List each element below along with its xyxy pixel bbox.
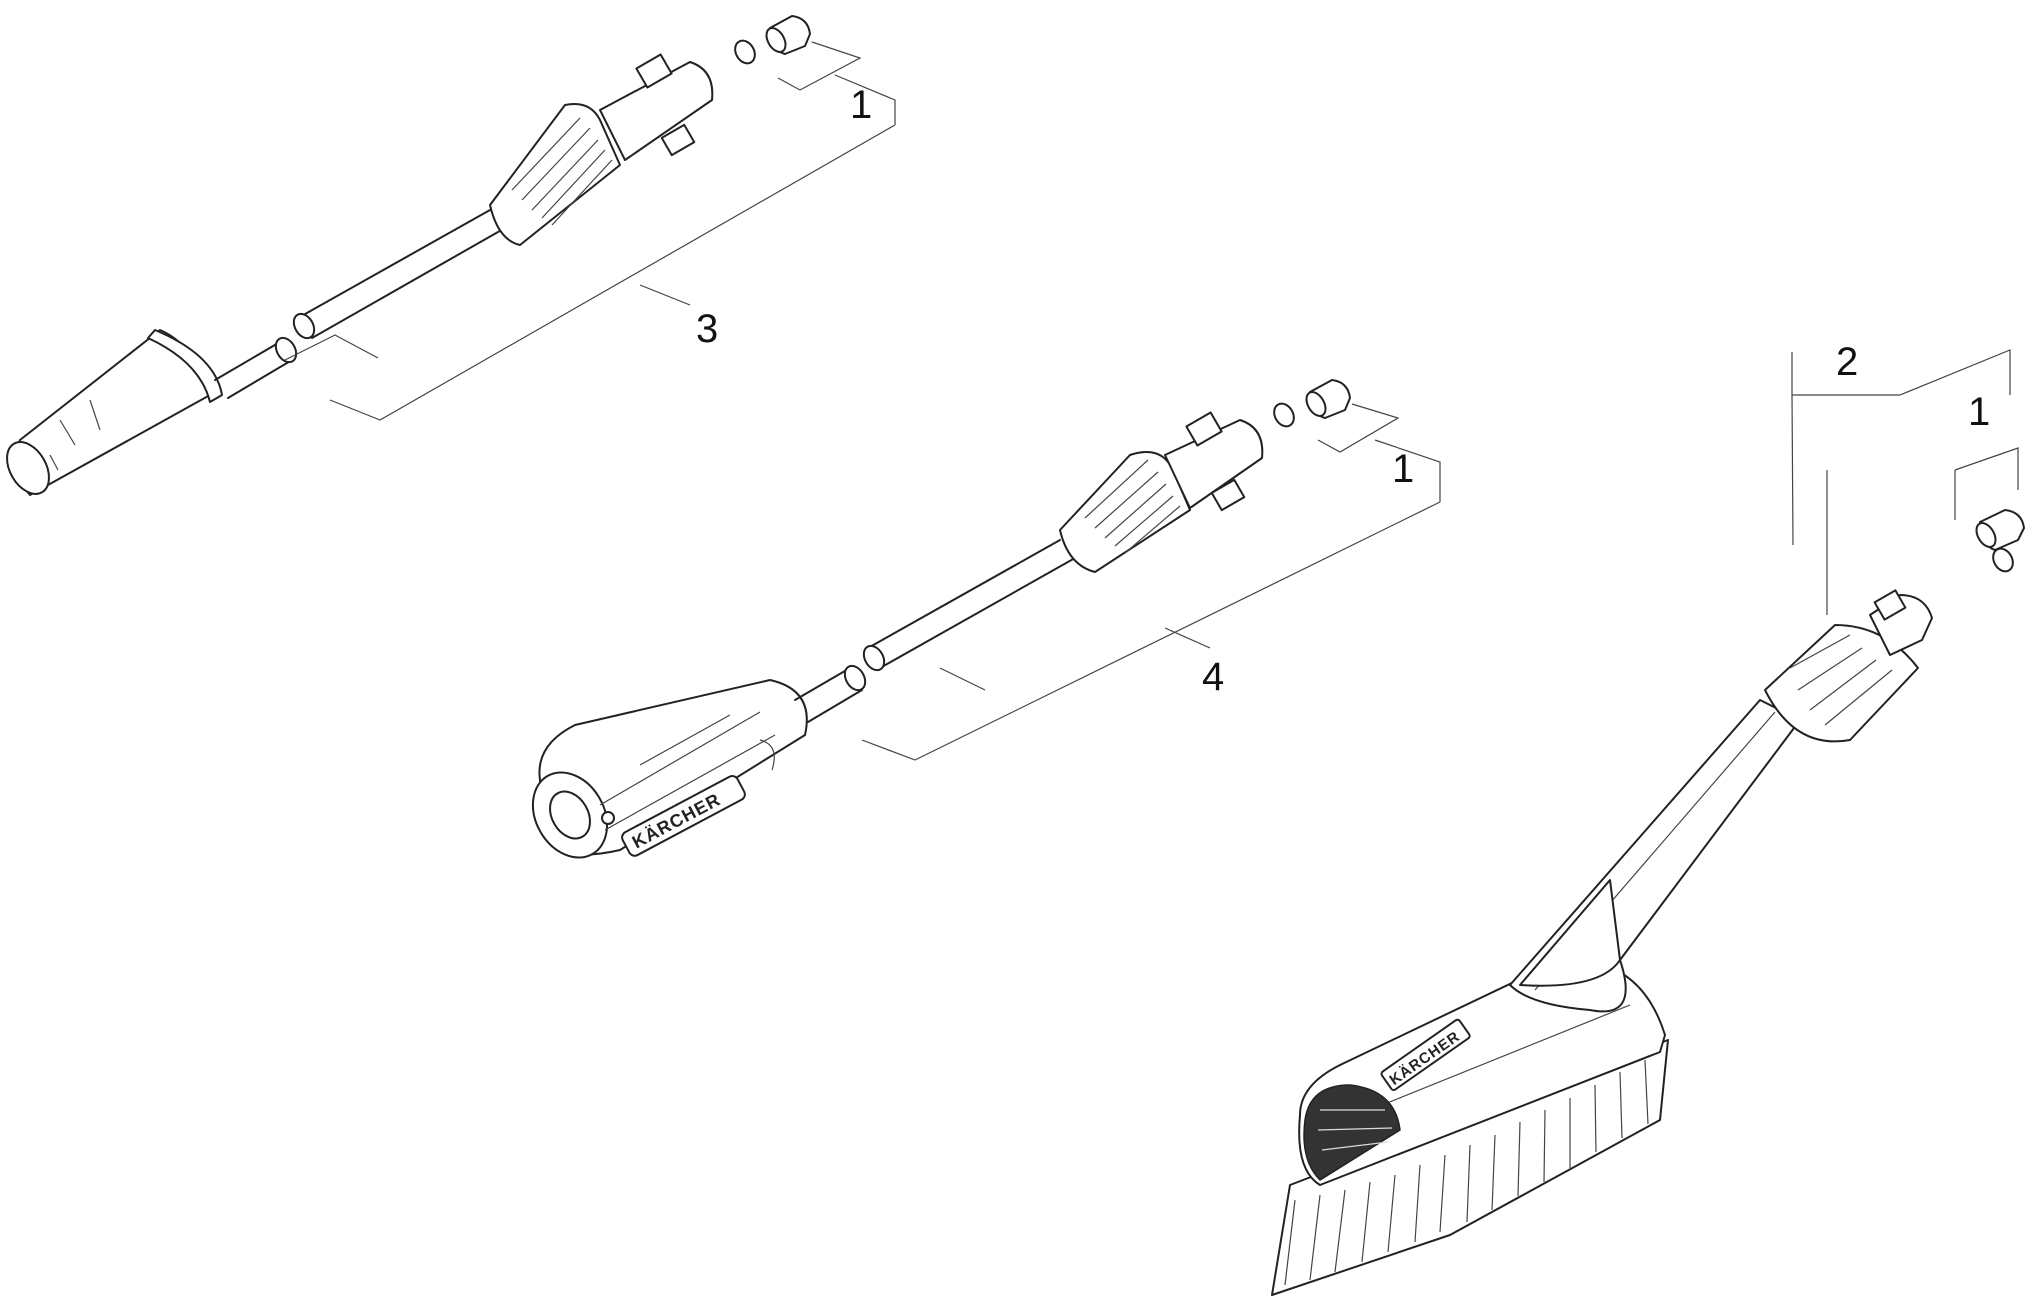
rotary-nozzle-head (6, 329, 223, 496)
o-ring-and-fitting-1a (734, 15, 811, 65)
brush-body: KÄRCHER (1298, 958, 1666, 1186)
callout-1-middle: 1 (1392, 447, 1414, 491)
callout-3: 3 (696, 307, 718, 351)
lance-upper-tube (292, 209, 506, 340)
vario-bayonet-connector (1164, 411, 1264, 512)
lance-lower-tube (214, 336, 298, 399)
vario-upper-tube (862, 539, 1076, 672)
vario-lower-tube (794, 664, 867, 723)
o-ring-and-fitting-1b (1273, 379, 1351, 428)
dirt-blaster-lance-assembly: 1 3 (6, 15, 896, 496)
callout-1-right: 1 (1968, 390, 1990, 434)
lance-bayonet-connector (599, 53, 714, 161)
wash-brush-assembly: KÄRCHER (1271, 340, 2025, 1296)
callout-2: 2 (1836, 340, 1858, 384)
brush-handle (1509, 699, 1801, 1013)
callout-4: 4 (1202, 655, 1224, 699)
brush-bayonet-tip (1869, 589, 1933, 656)
vario-ribbed-grip (1059, 451, 1191, 573)
brush-coupling-nut (1764, 624, 1919, 743)
leader-lines-4 (861, 403, 1441, 761)
callout-1-top: 1 (850, 83, 872, 127)
vario-spray-head: KÄRCHER (531, 679, 808, 859)
vario-power-lance-assembly: KÄRCHER (531, 379, 1441, 859)
lance-ribbed-grip (489, 103, 621, 246)
leader-lines-2 (1791, 349, 2019, 615)
leader-lines-3 (284, 41, 896, 421)
o-ring-and-fitting-1c (1975, 509, 2025, 573)
